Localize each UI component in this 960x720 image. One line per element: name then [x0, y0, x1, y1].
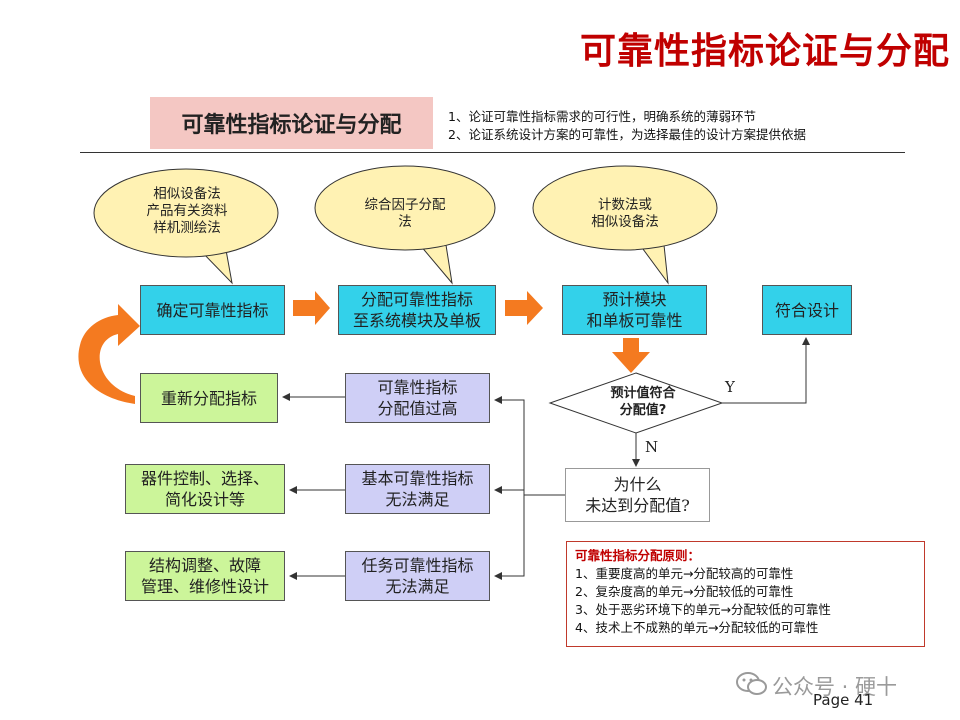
flow-arrow-down: [612, 338, 650, 373]
flow-arrow-2: [505, 291, 543, 325]
no-label: N: [645, 438, 659, 456]
step-conform-box: 符合设计: [762, 285, 852, 335]
why-box: 为什么未达到分配值?: [565, 468, 710, 522]
yes-label: Y: [725, 378, 735, 396]
decision-text: 预计值符合分配值?: [610, 386, 676, 418]
divider: [80, 152, 905, 153]
cause-box-2: 基本可靠性指标无法满足: [345, 464, 490, 514]
return-arrow: [78, 304, 140, 404]
bubble-3-text: 计数法或相似设备法: [591, 197, 659, 230]
principles-title: 可靠性指标分配原则：: [575, 548, 701, 563]
action-box-3: 结构调整、故障管理、维修性设计: [125, 551, 285, 601]
purpose-line-2: 2、论证系统设计方案的可靠性，为选择最佳的设计方案提供依据: [448, 127, 806, 142]
principle-item: 3、处于恶劣环境下的单元→分配较低的可靠性: [575, 602, 831, 617]
callout-bubble-2: [314, 165, 496, 285]
cause-box-3: 任务可靠性指标无法满足: [345, 551, 490, 601]
bubble-1-text: 相似设备法产品有关资料样机测绘法: [146, 186, 228, 236]
page-title: 可靠性指标论证与分配: [579, 31, 950, 72]
step-determine-box: 确定可靠性指标: [140, 285, 285, 335]
page-number: Page 41: [813, 691, 874, 709]
wechat-icon: [736, 672, 767, 695]
allocation-principles: 可靠性指标分配原则： 1、重要度高的单元→分配较高的可靠性 2、复杂度高的单元→…: [566, 541, 925, 647]
action-box-2: 器件控制、选择、简化设计等: [125, 464, 285, 514]
principle-item: 2、复杂度高的单元→分配较低的可靠性: [575, 584, 794, 599]
flow-arrow-1: [293, 291, 330, 325]
callout-bubble-3: [532, 165, 718, 285]
action-box-1: 重新分配指标: [140, 373, 278, 423]
bubble-2-text: 综合因子分配法: [364, 197, 446, 230]
yes-connector: [722, 337, 810, 404]
principle-item: 1、重要度高的单元→分配较高的可靠性: [575, 566, 794, 581]
purpose-line-1: 1、论证可靠性指标需求的可行性，明确系统的薄弱环节: [448, 109, 756, 124]
step-predict-box: 预计模块和单板可靠性: [562, 285, 707, 335]
cause-box-1: 可靠性指标分配值过高: [345, 373, 490, 423]
callout-bubble-1: [93, 168, 279, 285]
step-allocate-box: 分配可靠性指标至系统模块及单板: [338, 285, 496, 335]
watermark-text: 公众号 · 硬十: [772, 675, 898, 699]
principle-item: 4、技术上不成熟的单元→分配较低的可靠性: [575, 620, 819, 635]
section-badge: 可靠性指标论证与分配: [150, 97, 433, 149]
